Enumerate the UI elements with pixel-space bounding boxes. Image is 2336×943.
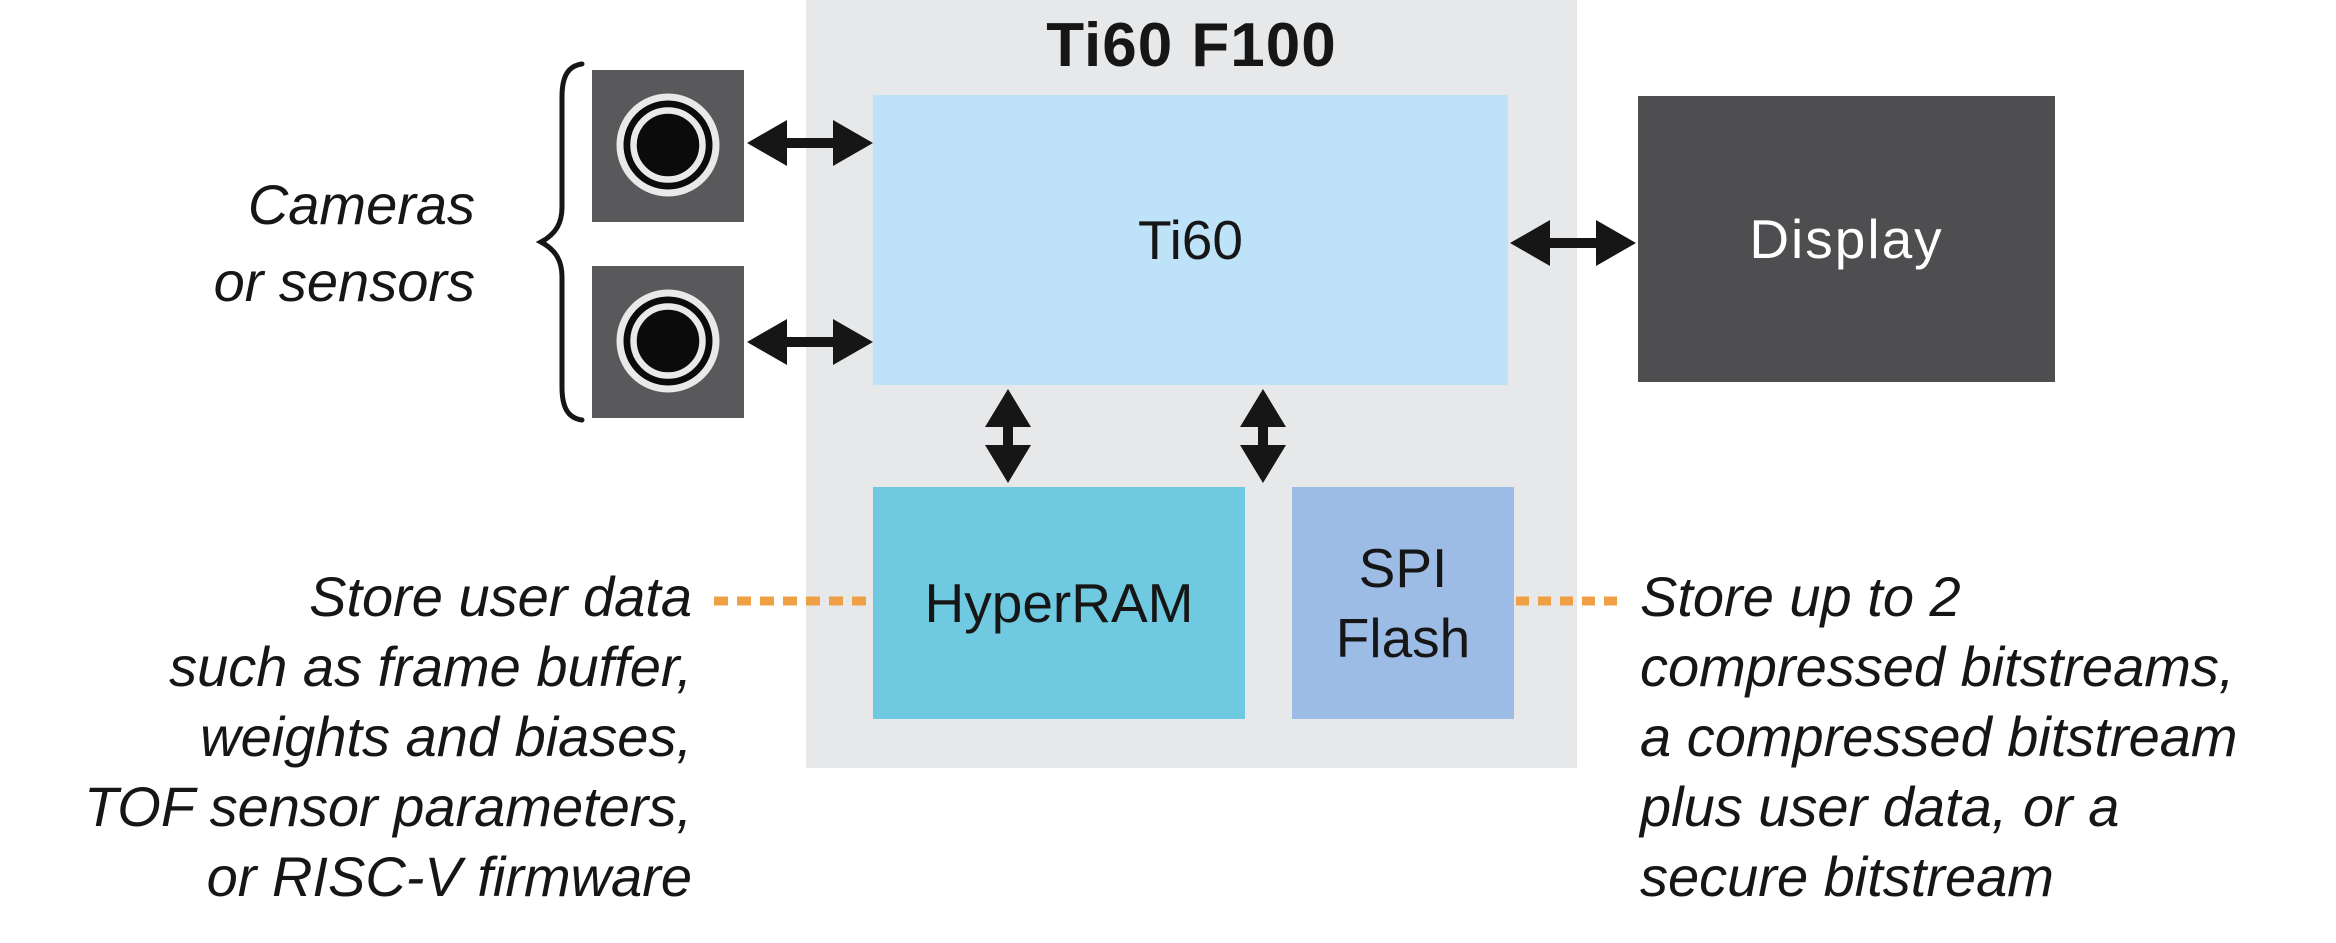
hyperram-box: HyperRAM bbox=[873, 487, 1245, 719]
camera-icon bbox=[592, 266, 744, 418]
spiflash-note-line5: secure bitstream bbox=[1640, 845, 2054, 908]
cameras-label-line1: Cameras bbox=[247, 173, 475, 236]
spi-flash-label-line2: Flash bbox=[1335, 607, 1471, 669]
spiflash-note-line1: Store up to 2 bbox=[1640, 565, 1961, 628]
display-label: Display bbox=[1749, 208, 1944, 270]
hyperram-note-line5: or RISC-V firmware bbox=[206, 845, 692, 908]
hyperram-note-connector bbox=[712, 596, 874, 606]
spi-flash-box: SPI Flash bbox=[1292, 487, 1514, 719]
hyperram-note-line4: TOF sensor parameters, bbox=[84, 775, 692, 838]
arrow-ti60-spiflash-icon bbox=[1231, 387, 1295, 485]
spiflash-note: Store up to 2 compressed bitstreams, a c… bbox=[1640, 562, 2336, 912]
ti60-box: Ti60 bbox=[873, 95, 1508, 385]
display-box: Display bbox=[1638, 96, 2055, 382]
cameras-label-line2: or sensors bbox=[213, 250, 475, 313]
spi-flash-label-line1: SPI bbox=[1358, 537, 1448, 599]
camera-icon bbox=[592, 70, 744, 222]
spiflash-note-connector bbox=[1514, 596, 1622, 606]
spiflash-note-line4: plus user data, or a bbox=[1640, 775, 2120, 838]
arrow-camera1-ti60-icon bbox=[745, 111, 875, 175]
left-curly-brace-icon bbox=[532, 58, 588, 426]
spiflash-note-line2: compressed bitstreams, bbox=[1640, 635, 2235, 698]
arrow-ti60-display-icon bbox=[1508, 211, 1638, 275]
hyperram-label: HyperRAM bbox=[924, 572, 1194, 634]
ti60-label: Ti60 bbox=[1138, 209, 1243, 271]
arrow-camera2-ti60-icon bbox=[745, 310, 875, 374]
hyperram-note: Store user data such as frame buffer, we… bbox=[0, 562, 692, 912]
arrow-ti60-hyperram-icon bbox=[976, 387, 1040, 485]
hyperram-note-line3: weights and biases, bbox=[200, 705, 692, 768]
spiflash-note-line3: a compressed bitstream bbox=[1640, 705, 2238, 768]
hyperram-note-line2: such as frame buffer, bbox=[169, 635, 692, 698]
cameras-label: Cameras or sensors bbox=[120, 166, 475, 320]
fpga-title: Ti60 F100 bbox=[1046, 10, 1337, 80]
hyperram-note-line1: Store user data bbox=[309, 565, 692, 628]
